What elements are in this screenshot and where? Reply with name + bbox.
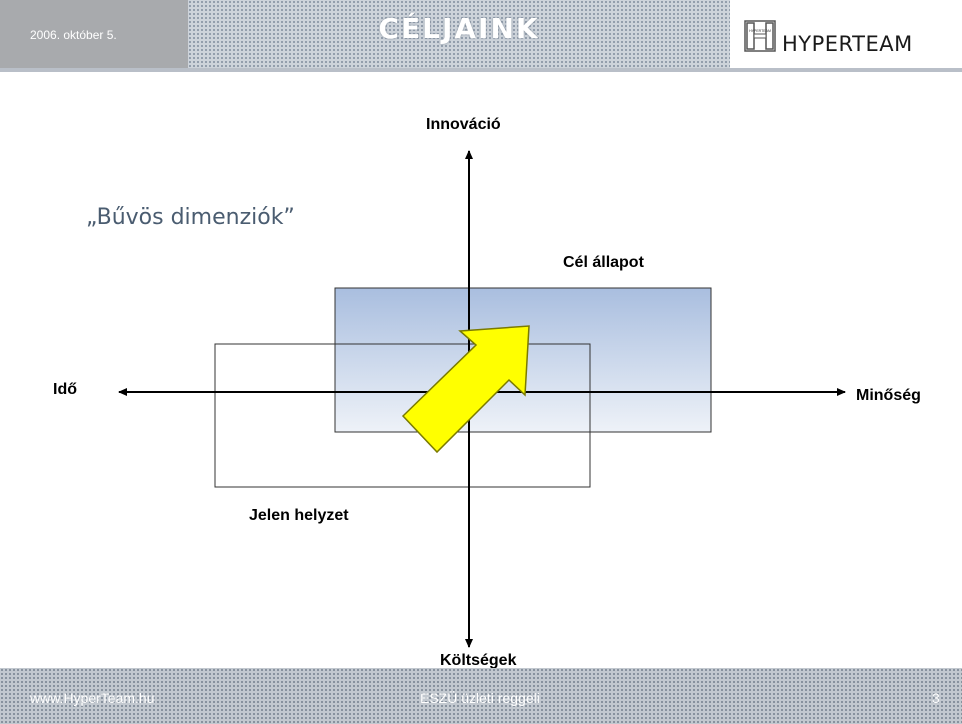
axis-label-top: Innováció bbox=[426, 116, 501, 133]
slide-footer bbox=[0, 668, 962, 724]
axis-label-left: Idő bbox=[53, 381, 77, 398]
footer-event: ESZÜ üzleti reggeli bbox=[420, 690, 540, 706]
target-state-label: Cél állapot bbox=[563, 254, 644, 271]
slide-header: 2006. október 5. CÉLJAINK HYPERTEAM HYPE… bbox=[0, 0, 962, 68]
axis-label-bottom: Költségek bbox=[440, 652, 517, 669]
hyperteam-logo-icon: HYPERTEAM bbox=[744, 20, 776, 52]
slide-subtitle: „Bűvös dimenziók” bbox=[86, 205, 295, 230]
svg-text:HYPERTEAM: HYPERTEAM bbox=[749, 29, 771, 33]
axis-label-right: Minőség bbox=[856, 387, 921, 404]
footer-website: www.HyperTeam.hu bbox=[30, 690, 155, 706]
date-block: 2006. október 5. bbox=[0, 0, 188, 68]
current-state-label: Jelen helyzet bbox=[249, 507, 349, 524]
header-divider bbox=[0, 68, 962, 72]
slide-date: 2006. október 5. bbox=[30, 28, 117, 42]
current-state-box bbox=[214, 343, 591, 488]
slide-title: CÉLJAINK bbox=[378, 12, 540, 45]
progress-arrow-icon bbox=[401, 325, 530, 454]
logo-wordmark: HYPERTEAM bbox=[782, 32, 913, 56]
footer-page-number: 3 bbox=[932, 690, 940, 706]
header-dot-pattern bbox=[188, 0, 730, 68]
